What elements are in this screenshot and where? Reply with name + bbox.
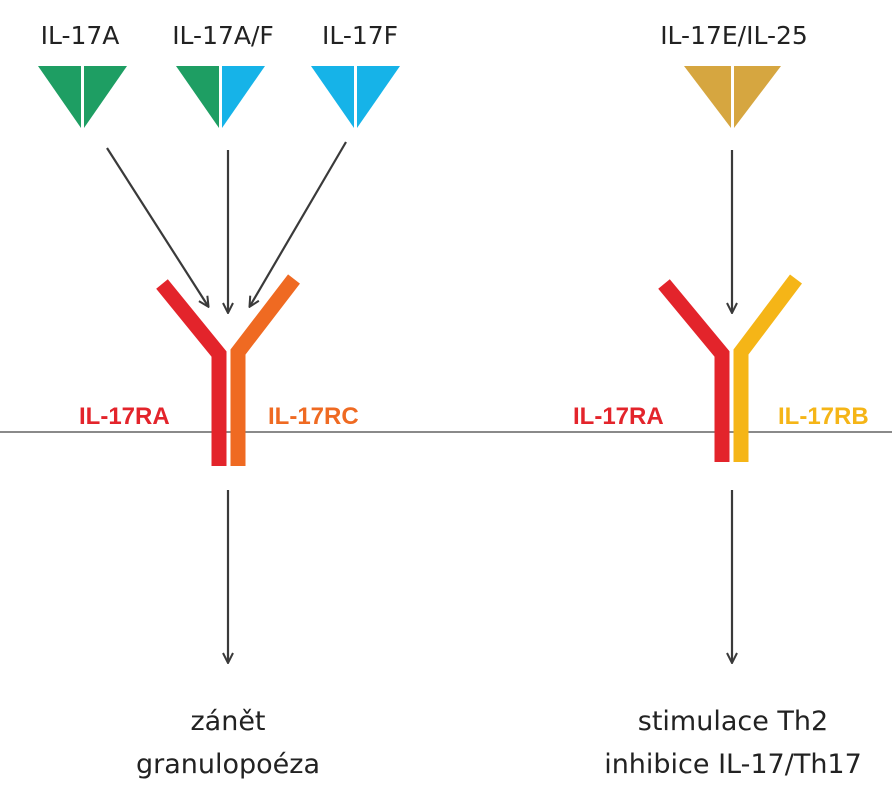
ligand-label-il17e-il25: IL-17E/IL-25 — [660, 21, 808, 50]
ligand-il17a-homodimer — [38, 66, 127, 128]
ligand-il25-homodimer — [684, 66, 781, 128]
ligand-label-il17a: IL-17A — [41, 21, 120, 50]
ligand-il17f-homodimer — [311, 66, 400, 128]
receptor-il17ra-right-complex-arm — [658, 279, 730, 462]
ligand-il17af-heterodimer — [176, 66, 265, 128]
receptor-label-il17rc: IL-17RC — [268, 403, 359, 430]
receptor-label-il17ra-right: IL-17RA — [573, 403, 664, 430]
outcome-left-line2: granulopoéza — [136, 749, 320, 780]
outcome-right-line1: stimulace Th2 — [638, 706, 828, 737]
outcome-right-line2: inhibice IL-17/Th17 — [604, 749, 862, 780]
receptor-il17rc-right-arm — [230, 274, 300, 466]
ligand-label-il17f: IL-17F — [322, 21, 398, 50]
receptor-label-il17rb: IL-17RB — [778, 403, 869, 430]
receptor-il17rb-arm — [733, 274, 802, 462]
arrow-il17f-to-receptor — [250, 141, 347, 306]
ligand-label-il17af: IL-17A/F — [172, 21, 274, 50]
receptor-label-il17ra-left: IL-17RA — [79, 403, 170, 430]
receptor-il17ra-left-arm — [156, 279, 227, 466]
receptor-complex-il17ra-il17rb — [658, 274, 802, 462]
receptor-complex-il17ra-il17rc — [156, 274, 300, 466]
outcome-left-line1: zánět — [190, 706, 265, 737]
arrow-il17a-to-receptor — [106, 147, 208, 306]
